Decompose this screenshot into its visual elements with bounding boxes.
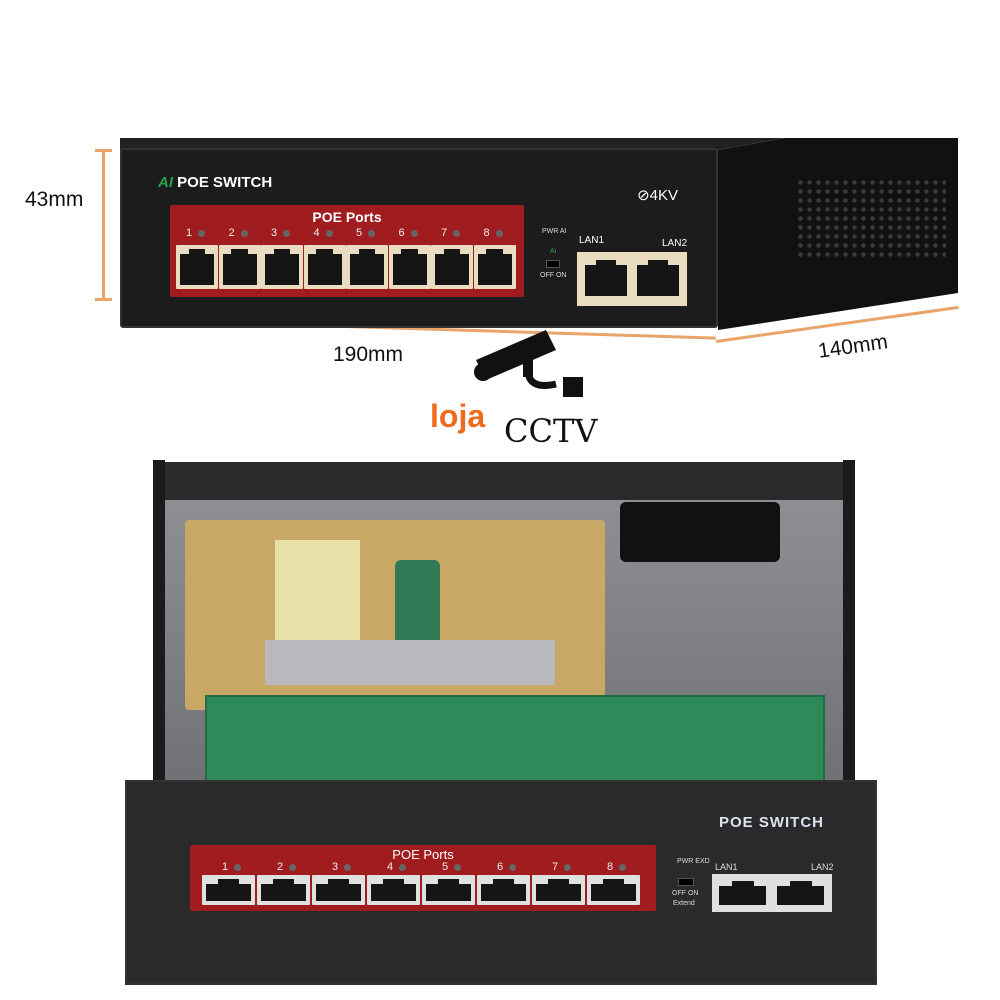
mode-label: Ai <box>550 248 557 255</box>
extend-toggle[interactable] <box>678 878 694 886</box>
width-label: 190mm <box>333 343 404 366</box>
poe-port-1[interactable] <box>176 245 218 289</box>
poe-port-1[interactable] <box>202 875 255 905</box>
vent-holes <box>796 178 946 258</box>
lan-port-1[interactable] <box>715 877 770 909</box>
port-number: 1 <box>186 227 193 239</box>
poe-ports-label: POE Ports <box>312 209 382 225</box>
height-tick <box>95 298 112 301</box>
heatsink <box>265 640 555 685</box>
poe-port-8[interactable] <box>473 245 516 289</box>
surge-rating: ⊘4KV <box>637 186 678 204</box>
logo-loja: loja <box>430 398 486 434</box>
poe-port-7[interactable] <box>532 875 585 905</box>
poe-port-8[interactable] <box>587 875 640 905</box>
port-led <box>283 230 290 237</box>
port-number: 6 <box>497 861 504 873</box>
port-led <box>368 230 375 237</box>
ai-prefix: AI <box>158 174 173 191</box>
port-number: 5 <box>356 227 363 239</box>
lan-ports <box>712 874 832 912</box>
led-labels: PWR AI <box>542 228 567 235</box>
front-face: POE SWITCH POE Ports 1 2 3 4 5 6 7 8 PWR EXD OF… <box>125 780 877 985</box>
toggle-labels: OFF ON <box>540 272 567 279</box>
toggle-labels: OFF ON <box>672 890 699 897</box>
brand-title: AI POE SWITCH <box>158 174 272 191</box>
port-led <box>564 864 571 871</box>
top-switch: AI POE SWITCH ⊘4KV POE Ports 1 2 3 4 5 6 7 8 PW… <box>120 138 960 338</box>
surge-text: 4KV <box>649 187 678 204</box>
case-left-wall <box>153 460 165 780</box>
port-number: 8 <box>483 227 490 239</box>
port-led <box>509 864 516 871</box>
poe-ports-panel: POE Ports 1 2 3 4 5 6 7 8 <box>190 845 656 911</box>
lightning-icon: ⊘ <box>637 187 650 204</box>
height-dimension-line <box>102 150 105 300</box>
port-led <box>344 864 351 871</box>
poe-ports-label: POE Ports <box>392 847 454 862</box>
port-number: 3 <box>332 861 339 873</box>
poe-port-2[interactable] <box>218 245 261 289</box>
lan-label-1: LAN1 <box>715 862 738 872</box>
lan-label-2: LAN2 <box>811 862 834 872</box>
port-number: 7 <box>441 227 448 239</box>
lan-port-2[interactable] <box>773 877 828 909</box>
lan-label-2: LAN2 <box>662 238 688 249</box>
mode-toggle[interactable] <box>546 260 560 268</box>
port-number: 2 <box>228 227 235 239</box>
main-pcb <box>205 695 825 790</box>
port-number: 5 <box>442 861 449 873</box>
lan-ports <box>577 252 687 306</box>
height-tick <box>95 149 112 152</box>
port-led <box>619 864 626 871</box>
port-number: 4 <box>313 227 320 239</box>
title: POE SWITCH <box>719 814 825 831</box>
port-led <box>198 230 205 237</box>
logo-cctv: CCTV <box>504 412 598 450</box>
transformer <box>275 540 360 640</box>
port-led <box>399 864 406 871</box>
poe-port-4[interactable] <box>303 245 346 289</box>
port-number: 1 <box>222 861 229 873</box>
case-right-wall <box>843 460 855 780</box>
poe-port-6[interactable] <box>477 875 530 905</box>
port-number: 4 <box>387 861 394 873</box>
cctv-camera-icon <box>474 330 583 397</box>
height-label: 43mm <box>25 188 84 211</box>
lan-label-1: LAN1 <box>579 235 605 246</box>
port-number: 3 <box>271 227 278 239</box>
port-led <box>234 864 241 871</box>
port-led <box>410 230 418 237</box>
poe-port-3[interactable] <box>312 875 365 905</box>
port-led <box>495 230 503 237</box>
port-number: 2 <box>277 861 284 873</box>
poe-port-3[interactable] <box>261 245 303 289</box>
port-led <box>240 230 248 237</box>
poe-port-6[interactable] <box>388 245 431 289</box>
capacitor <box>395 560 440 650</box>
port-led <box>453 230 460 237</box>
poe-port-5[interactable] <box>422 875 475 905</box>
ac-power-inlet <box>620 502 780 562</box>
poe-port-2[interactable] <box>257 875 310 905</box>
title: POE SWITCH <box>177 174 273 191</box>
front-face: AI POE SWITCH ⊘4KV POE Ports 1 2 3 4 5 6 7 8 PW… <box>120 148 718 328</box>
extend-label: Extend <box>673 900 695 907</box>
port-led <box>454 864 461 871</box>
lan-port-1[interactable] <box>581 256 631 300</box>
port-number: 7 <box>552 861 559 873</box>
port-number: 6 <box>398 227 405 239</box>
poe-ports-panel: POE Ports 1 2 3 4 5 6 7 8 <box>170 205 524 297</box>
port-led <box>289 864 296 871</box>
port-led <box>325 230 333 237</box>
port-number: 8 <box>607 861 614 873</box>
led-labels: PWR EXD <box>677 858 710 865</box>
poe-port-5[interactable] <box>346 245 388 289</box>
bottom-switch: POE SWITCH POE Ports 1 2 3 4 5 6 7 8 PWR EXD OF… <box>125 460 885 990</box>
poe-port-7[interactable] <box>431 245 473 289</box>
lan-port-2[interactable] <box>633 256 683 300</box>
poe-port-4[interactable] <box>367 875 420 905</box>
case-back-wall <box>163 462 848 502</box>
